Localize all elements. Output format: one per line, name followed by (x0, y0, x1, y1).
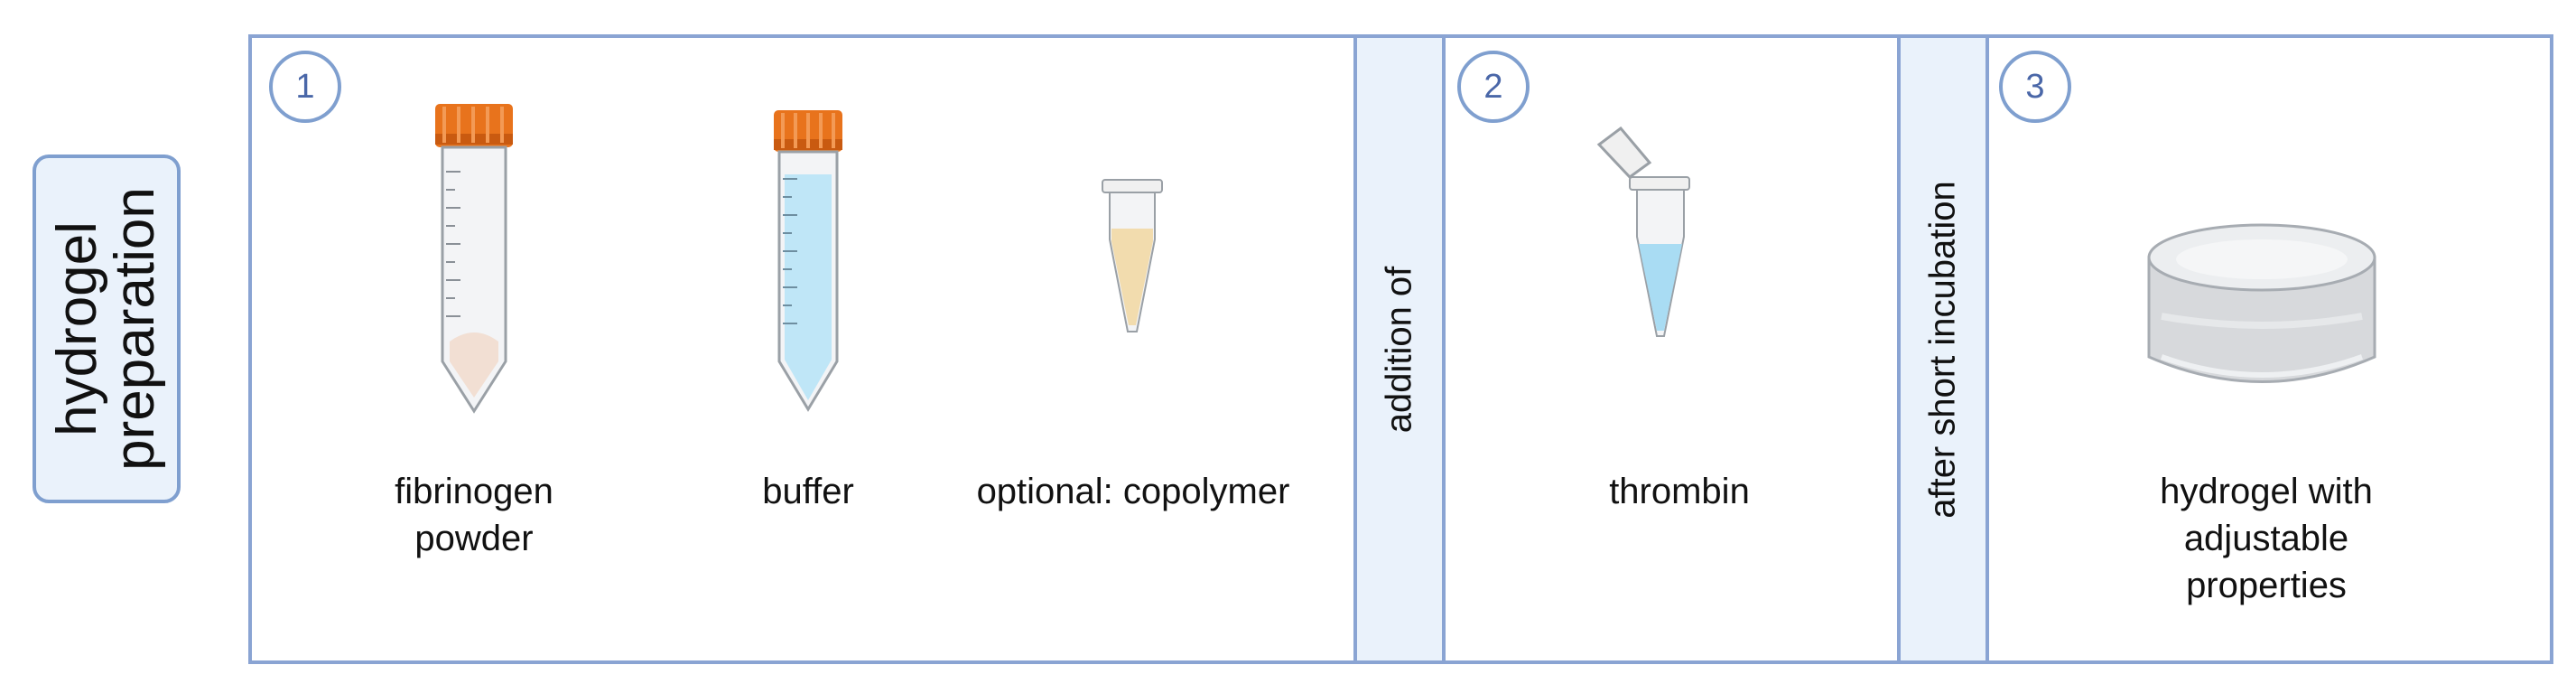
label-hydrogel-adjustable-properties: hydrogel with adjustable properties (2160, 472, 2373, 605)
connector-after-short-incubation: after short incubation (1897, 34, 1989, 664)
step1-number: 1 (269, 51, 341, 123)
label-buffer: buffer (762, 472, 854, 511)
microtube-powder-icon (1102, 179, 1163, 332)
section-label: hydrogel preparation (33, 155, 181, 503)
connector-addition-of-label: addition of (1379, 266, 1419, 433)
falcon-tube-buffer-icon (774, 110, 842, 412)
section-label-line1: hydrogel (46, 221, 108, 436)
hydrogel-disc-icon (2147, 223, 2376, 383)
step2-panel (1442, 34, 1901, 664)
label-optional-copolymer: optional: copolymer (976, 472, 1290, 511)
microtube-liquid-icon (1596, 126, 1690, 337)
section-label-line2: preparation (104, 187, 166, 471)
falcon-tube-powder-icon (435, 104, 513, 414)
connector-after-short-incubation-label: after short incubation (1922, 180, 1963, 519)
label-fibrinogen-powder: fibrinogen powder (395, 472, 553, 558)
label-thrombin: thrombin (1609, 472, 1750, 511)
step2-number: 2 (1457, 51, 1530, 123)
connector-addition-of: addition of (1353, 34, 1446, 664)
step3-number: 3 (1999, 51, 2071, 123)
